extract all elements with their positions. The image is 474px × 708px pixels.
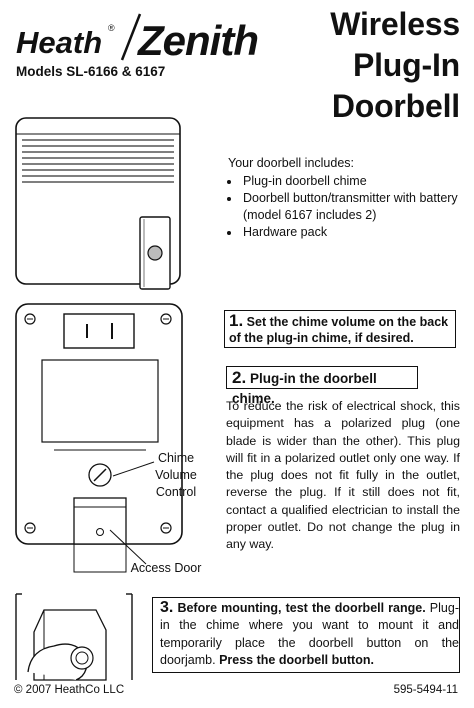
chime-volume-control-label: Chime Volume Control [155, 451, 197, 499]
step-3-box: 3. Before mounting, test the doorbell ra… [152, 597, 460, 673]
doorbell-button-illustration [139, 216, 171, 290]
chime-back-illustration [15, 303, 183, 573]
access-door-label: Access Door [130, 561, 202, 575]
step-3-text: Plug-in the chime where you want to moun… [160, 601, 459, 668]
brand-registered: ® [108, 23, 115, 33]
heath-zenith-logo-icon: Heath ® Zenith [16, 13, 259, 64]
step-number: 3. [160, 599, 174, 616]
brand-slash [120, 13, 142, 61]
models-label: Models SL-6166 & 6167 [16, 64, 166, 79]
step-1-box: 1. Set the chime volume on the back of t… [224, 310, 456, 348]
step-2-text: Plug-in the doorbell chime. [232, 371, 377, 406]
step-2-box: 2. Plug-in the doorbell chime. [226, 366, 418, 406]
part-number: 595-5494-11 [393, 684, 458, 696]
chime-front-illustration [15, 117, 181, 285]
copyright: © 2007 HeathCo LLC [14, 684, 125, 696]
title-line-3: Doorbell [331, 88, 460, 124]
includes-list: Your doorbell includes: Plug-in doorbell… [228, 155, 468, 241]
brand-logo: Heath ® Zenith [14, 8, 284, 64]
step-3-emphasis: Press the doorbell button. [219, 653, 374, 668]
title-line-1: Wireless [330, 6, 460, 42]
page-title: Wireless Plug-In Doorbell [260, 4, 460, 127]
push-button-icon [147, 245, 163, 261]
step-1-text: Set the chime volume on the back of the … [229, 315, 449, 345]
brand-zenith: Zenith [137, 17, 258, 64]
step-number: 2. [232, 368, 247, 387]
list-item: Plug-in doorbell chime [241, 173, 468, 190]
title-line-2: Plug-In [352, 47, 460, 83]
safety-paragraph: To reduce the risk of electrical shock, … [226, 399, 460, 552]
speaker-grille-icon [22, 139, 174, 183]
step-number: 1. [229, 311, 244, 330]
plug-prongs [63, 313, 135, 349]
hand-pressing-button-illustration [15, 593, 133, 681]
list-item: Doorbell button/transmitter with battery… [241, 190, 468, 224]
step-3-heading: Before mounting, test the doorbell range… [177, 601, 426, 615]
list-item: Hardware pack [241, 224, 468, 241]
includes-heading: Your doorbell includes: [228, 156, 355, 170]
brand-heath: Heath [16, 25, 102, 60]
